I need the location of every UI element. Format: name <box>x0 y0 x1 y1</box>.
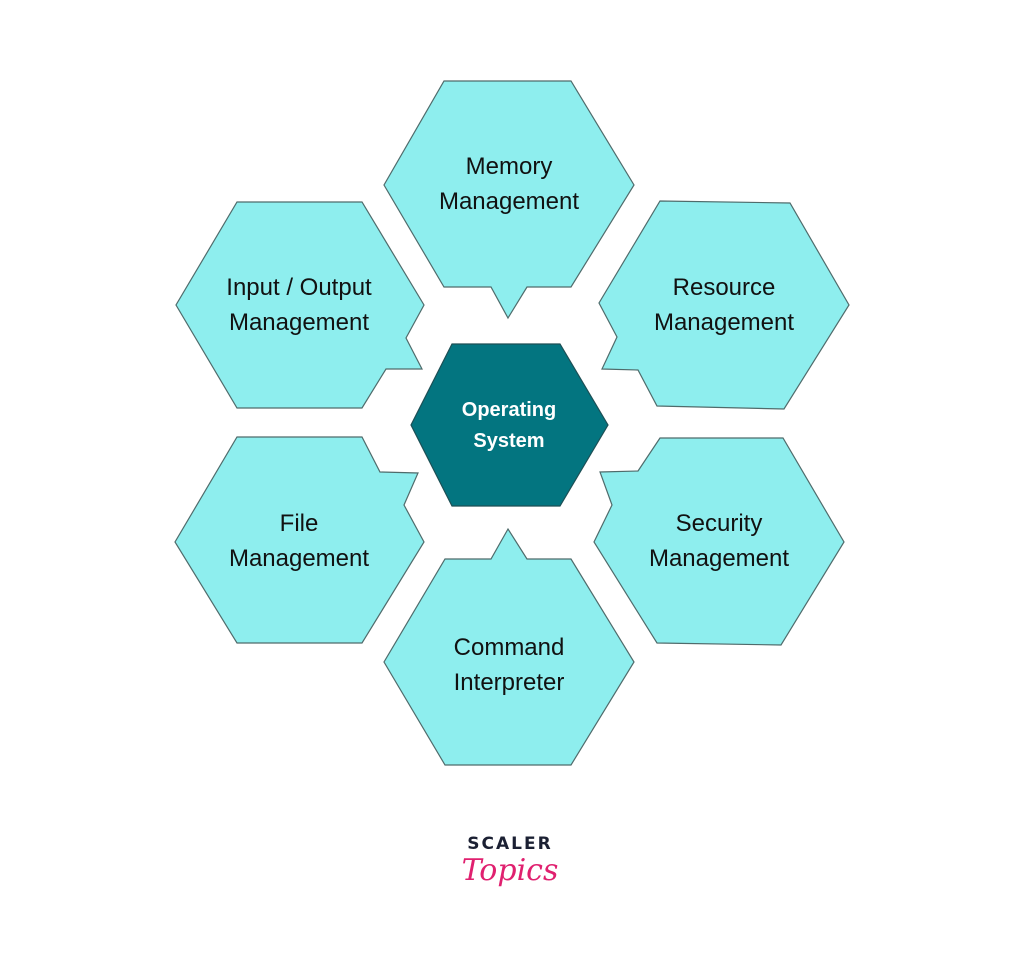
hexagon-shape <box>593 437 845 646</box>
node-label: Security <box>676 510 763 537</box>
node-label: Memory <box>466 153 553 180</box>
node-memory-management: Memory Management <box>383 80 635 320</box>
scaler-topics-logo: SCALER Topics <box>462 834 559 888</box>
center-label: Operating <box>462 399 556 421</box>
node-label: Management <box>654 309 794 336</box>
node-label: Management <box>229 545 369 572</box>
node-label: Interpreter <box>454 669 565 696</box>
node-label: Command <box>454 634 565 661</box>
node-label: Management <box>229 309 369 336</box>
node-file-management: File Management <box>174 436 425 644</box>
node-label: Input / Output <box>226 274 372 301</box>
hexagon-shape <box>175 201 425 409</box>
logo-script: Topics <box>462 853 559 888</box>
node-command-interpreter: Command Interpreter <box>383 527 635 766</box>
center-hexagon-shape <box>410 343 609 507</box>
node-resource-management: Resource Management <box>598 200 850 410</box>
node-input-output-management: Input / Output Management <box>175 201 425 409</box>
logo-wordmark: SCALER <box>467 834 552 854</box>
node-security-management: Security Management <box>593 437 845 646</box>
hexagon-shape <box>598 200 850 410</box>
node-label: File <box>280 510 319 537</box>
node-label: Resource <box>673 274 776 301</box>
hexagon-shape <box>383 80 635 320</box>
center-label: System <box>473 430 544 452</box>
hexagon-shape <box>174 436 425 644</box>
center-operating-system: Operating System <box>410 343 609 507</box>
node-label: Management <box>649 545 789 572</box>
node-label: Management <box>439 188 579 215</box>
hexagon-shape <box>383 527 635 766</box>
